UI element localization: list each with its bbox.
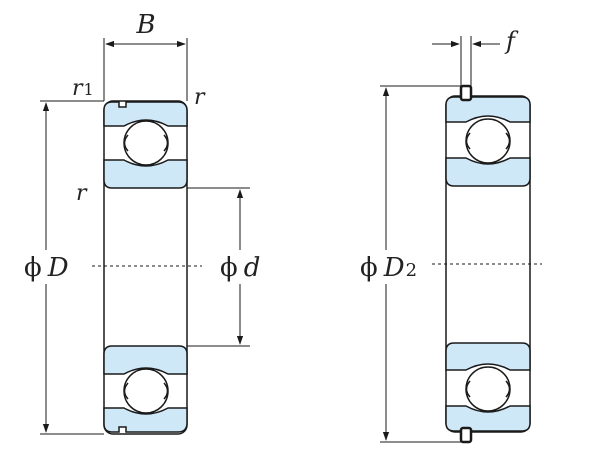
left-top-inner-ring — [103, 159, 188, 189]
left-bottom-cage-right — [163, 382, 169, 400]
right-dimensions — [380, 36, 542, 443]
label-phi-bore: ϕ — [220, 253, 238, 283]
left-bottom-inner-ring — [103, 345, 188, 375]
label-d-bore: d — [244, 253, 261, 283]
snap-ring-bottom — [459, 426, 473, 444]
left-bearing — [103, 100, 188, 435]
right-top-inner-ring — [445, 157, 531, 187]
label-d2-subscript: 2 — [406, 260, 417, 281]
left-bottom-ball — [123, 368, 169, 414]
left-bottom-outer-ring — [103, 407, 188, 433]
right-bottom-ball — [465, 366, 511, 412]
left-top-cage-left — [123, 134, 129, 152]
label-phi-d2: ϕ — [360, 253, 378, 283]
left-top-ball — [123, 120, 169, 166]
right-bottom-outer-ring — [445, 405, 531, 432]
label-chamfer-sub: 1 — [84, 80, 94, 99]
label-d2: D — [383, 253, 405, 283]
label-d-outer: D — [47, 253, 69, 283]
label-width-b: B — [135, 10, 155, 40]
right-top-outer-ring — [445, 96, 531, 123]
label-chamfer-r1: r1 — [72, 76, 94, 101]
right-top-ball — [465, 118, 511, 164]
left-dimensions — [40, 38, 250, 435]
label-phi-outer: ϕ — [24, 253, 42, 283]
label-chamfer-r: r — [72, 76, 84, 101]
right-bottom-inner-ring — [445, 342, 531, 371]
left-top-outer-ring — [103, 101, 188, 127]
right-top-cage-right — [505, 132, 511, 150]
snap-ring-top — [459, 84, 473, 102]
right-top-cage-left — [465, 132, 471, 150]
left-bottom-cage-left — [123, 382, 129, 400]
right-bottom-cage-right — [505, 380, 511, 398]
right-bottom-cage-left — [465, 380, 471, 398]
label-chamfer-side: r — [76, 181, 88, 206]
left-top-cage-right — [163, 134, 169, 152]
label-chamfer-right: r — [194, 85, 206, 110]
label-groove-f: f — [504, 27, 519, 55]
